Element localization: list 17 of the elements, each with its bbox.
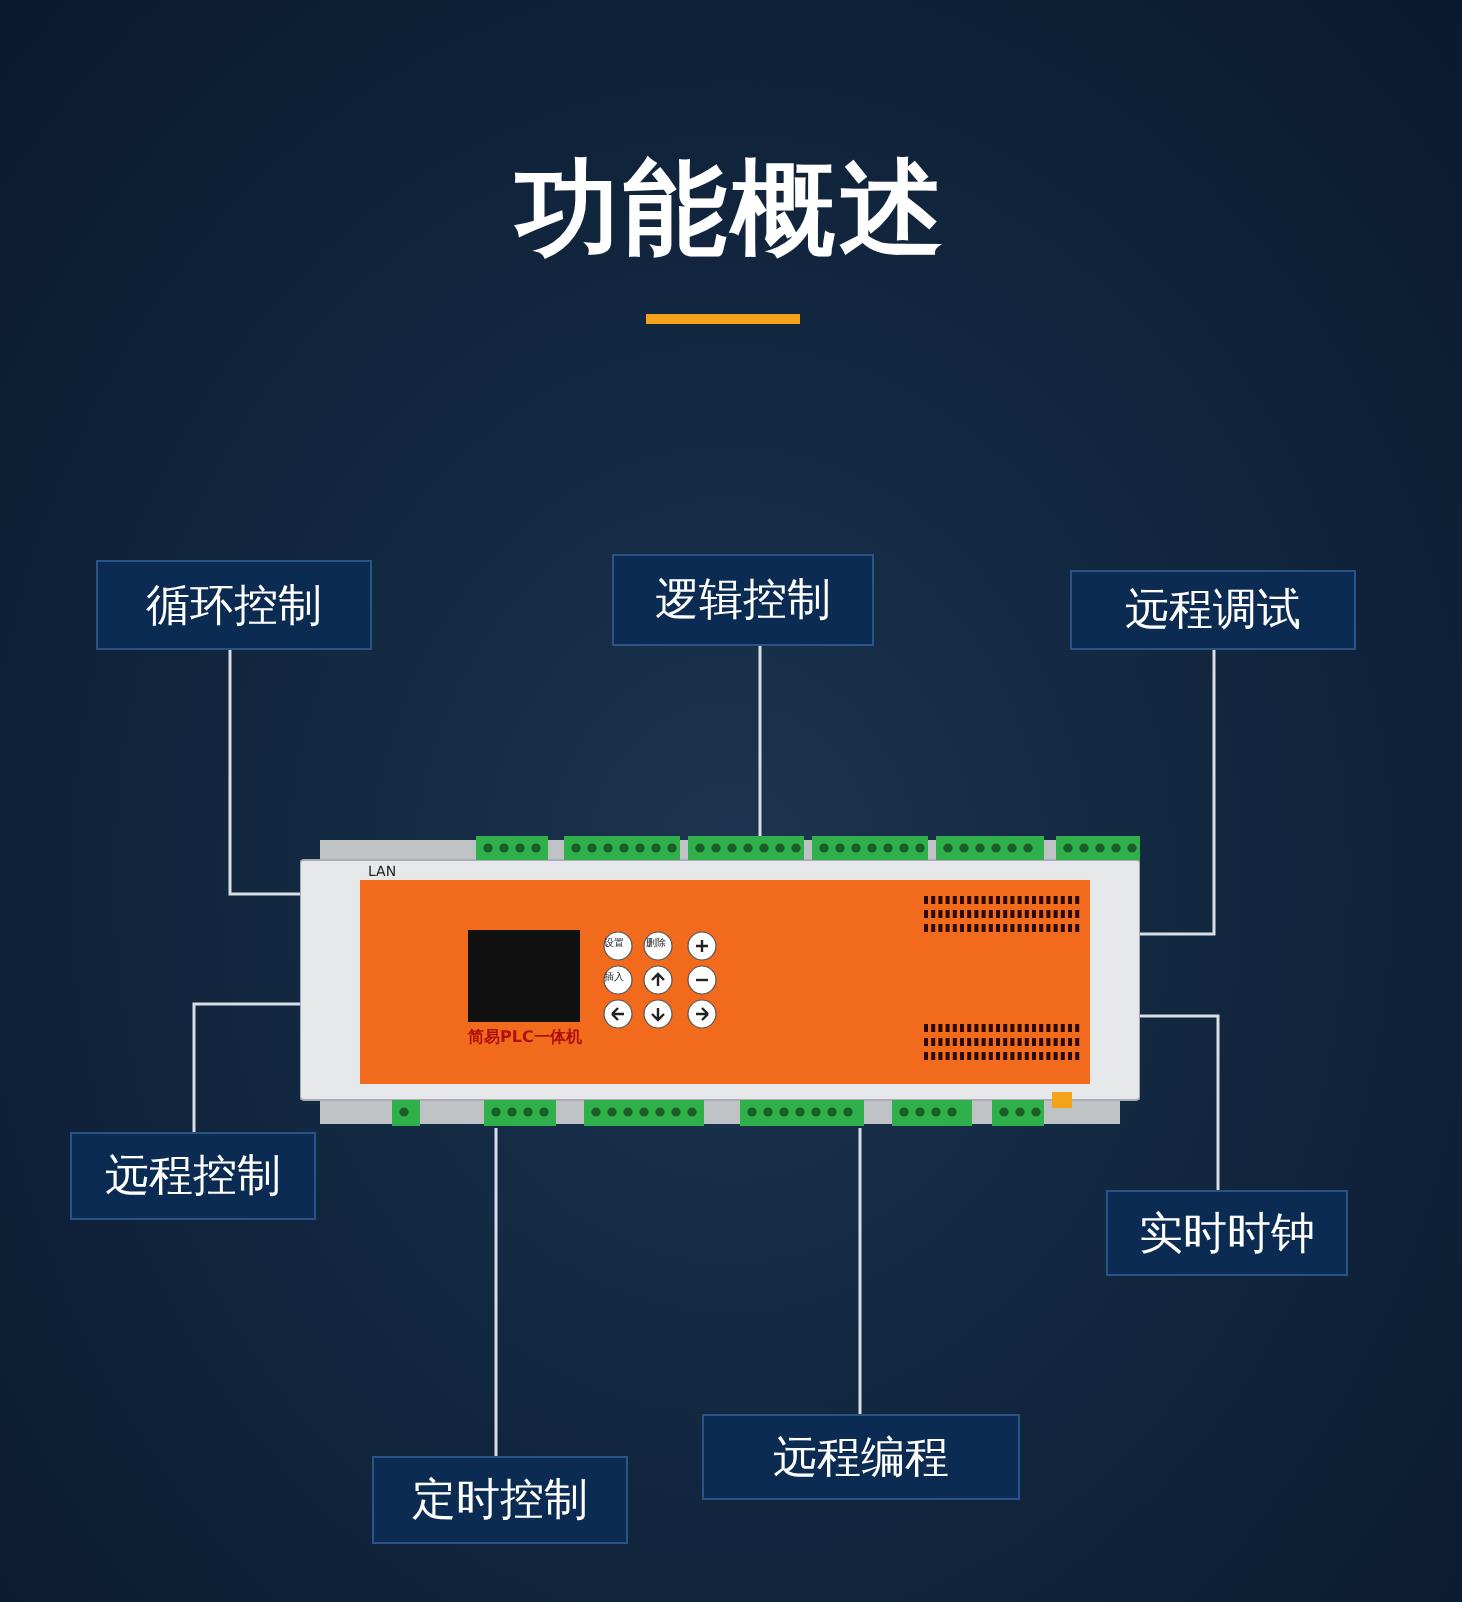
- callout-label: 远程调试: [1070, 570, 1356, 650]
- callout-label: 远程控制: [70, 1132, 316, 1220]
- leader-line: [494, 1128, 498, 1456]
- leader-line: [192, 1002, 300, 1132]
- callout-label: 远程编程: [702, 1414, 1020, 1500]
- plc-controller-drawing: [300, 832, 1140, 1132]
- leader-line: [1140, 650, 1216, 936]
- leader-line: [1140, 1014, 1220, 1190]
- callout-label: 循环控制: [96, 560, 372, 650]
- leader-line: [758, 646, 762, 836]
- leader-line: [228, 650, 300, 896]
- product-label: 简易PLC一体机: [468, 1030, 582, 1046]
- callout-label: 实时时钟: [1106, 1190, 1348, 1276]
- leader-line: [858, 1128, 862, 1414]
- title: 功能概述: [512, 148, 949, 274]
- callout-label: 定时控制: [372, 1456, 628, 1544]
- callout-label: 逻辑控制: [612, 554, 874, 646]
